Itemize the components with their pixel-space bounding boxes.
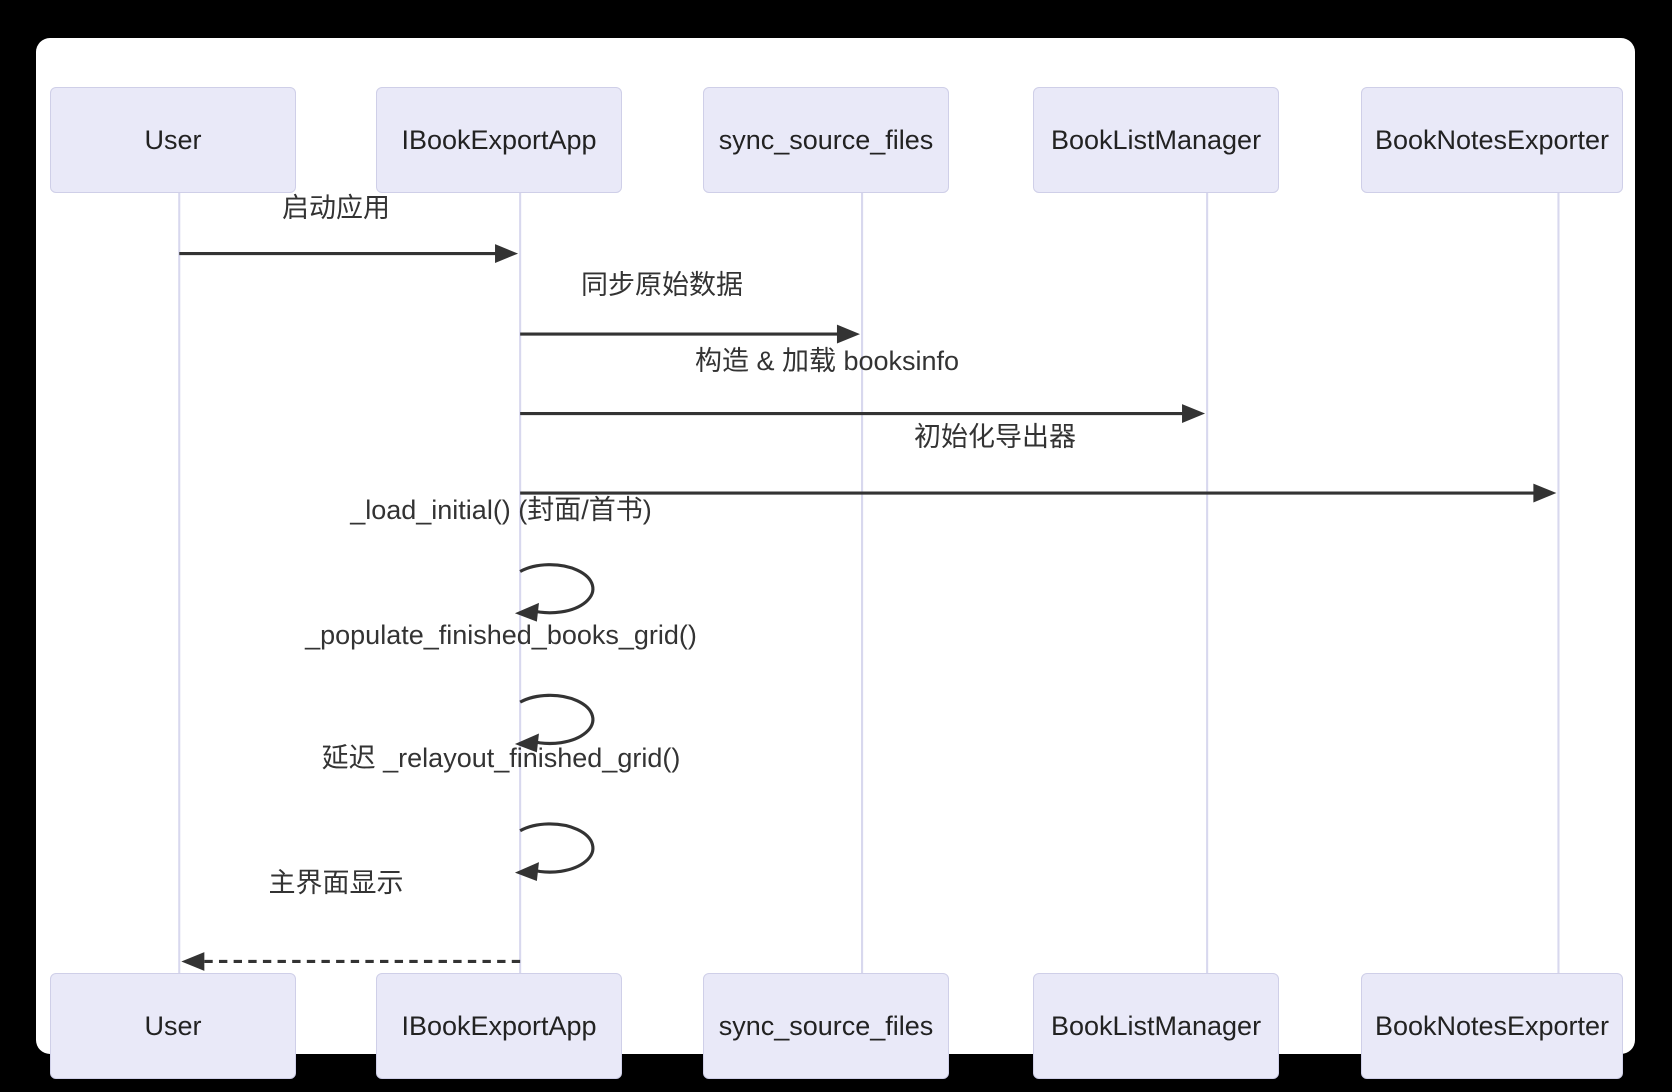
self-loop-arrow-3 [519,822,595,874]
participant-label: IBookExportApp [401,124,597,155]
participant-label: BookListManager [1050,1010,1262,1041]
participant-label: BookNotesExporter [1374,1010,1610,1041]
sequence-diagram-graphics [178,175,1560,991]
message-label-self-2: _populate_finished_books_grid() [305,620,697,650]
arrowhead-right-icon [836,324,860,344]
participant-label: sync_source_files [718,1010,934,1041]
message-label-4: 初始化导出器 [914,422,1076,452]
participant-label: User [144,124,202,155]
message-label-2: 同步原始数据 [581,270,743,300]
participant-box-sync-source-files-bottom: sync_source_files [703,973,949,1079]
arrowhead-left-icon [514,733,539,753]
message-label-self-1: _load_initial() (封面/首书) [350,495,652,525]
participant-label: IBookExportApp [401,1010,597,1041]
self-loop-arrow-1 [519,563,595,615]
participant-box-booklistmanager-top: BookListManager [1033,87,1279,193]
self-loop-arrow-2 [519,693,595,746]
participant-label: BookNotesExporter [1374,124,1610,155]
arrowhead-right-icon [1182,404,1206,423]
arrowhead-left-icon [514,862,539,881]
participant-box-booknotesexporter-bottom: BookNotesExporter [1361,973,1623,1079]
participant-label: sync_source_files [718,124,934,155]
participant-label: BookListManager [1050,124,1262,155]
arrowhead-left-icon [181,952,205,971]
diagram-canvas: User IBookExportApp sync_source_files Bo… [36,38,1635,1079]
message-label-1: 启动应用 [282,193,390,223]
participant-box-sync-source-files-top: sync_source_files [703,87,949,193]
participant-box-ibookexportapp-top: IBookExportApp [376,87,622,193]
participant-box-booknotesexporter-top: BookNotesExporter [1361,87,1623,193]
message-label-3: 构造 & 加载 booksinfo [694,346,960,376]
participant-box-ibookexportapp-bottom: IBookExportApp [376,973,622,1079]
arrowhead-right-icon [495,244,519,263]
participant-box-booklistmanager-bottom: BookListManager [1033,973,1279,1079]
participant-box-user-top: User [50,87,296,193]
message-label-return: 主界面显示 [268,868,404,898]
message-label-self-3: 延迟 _relayout_finished_grid() [321,743,681,773]
arrowhead-right-icon [1533,483,1557,503]
participant-box-user-bottom: User [50,973,296,1079]
arrowhead-left-icon [514,602,539,622]
participant-label: User [144,1010,202,1041]
